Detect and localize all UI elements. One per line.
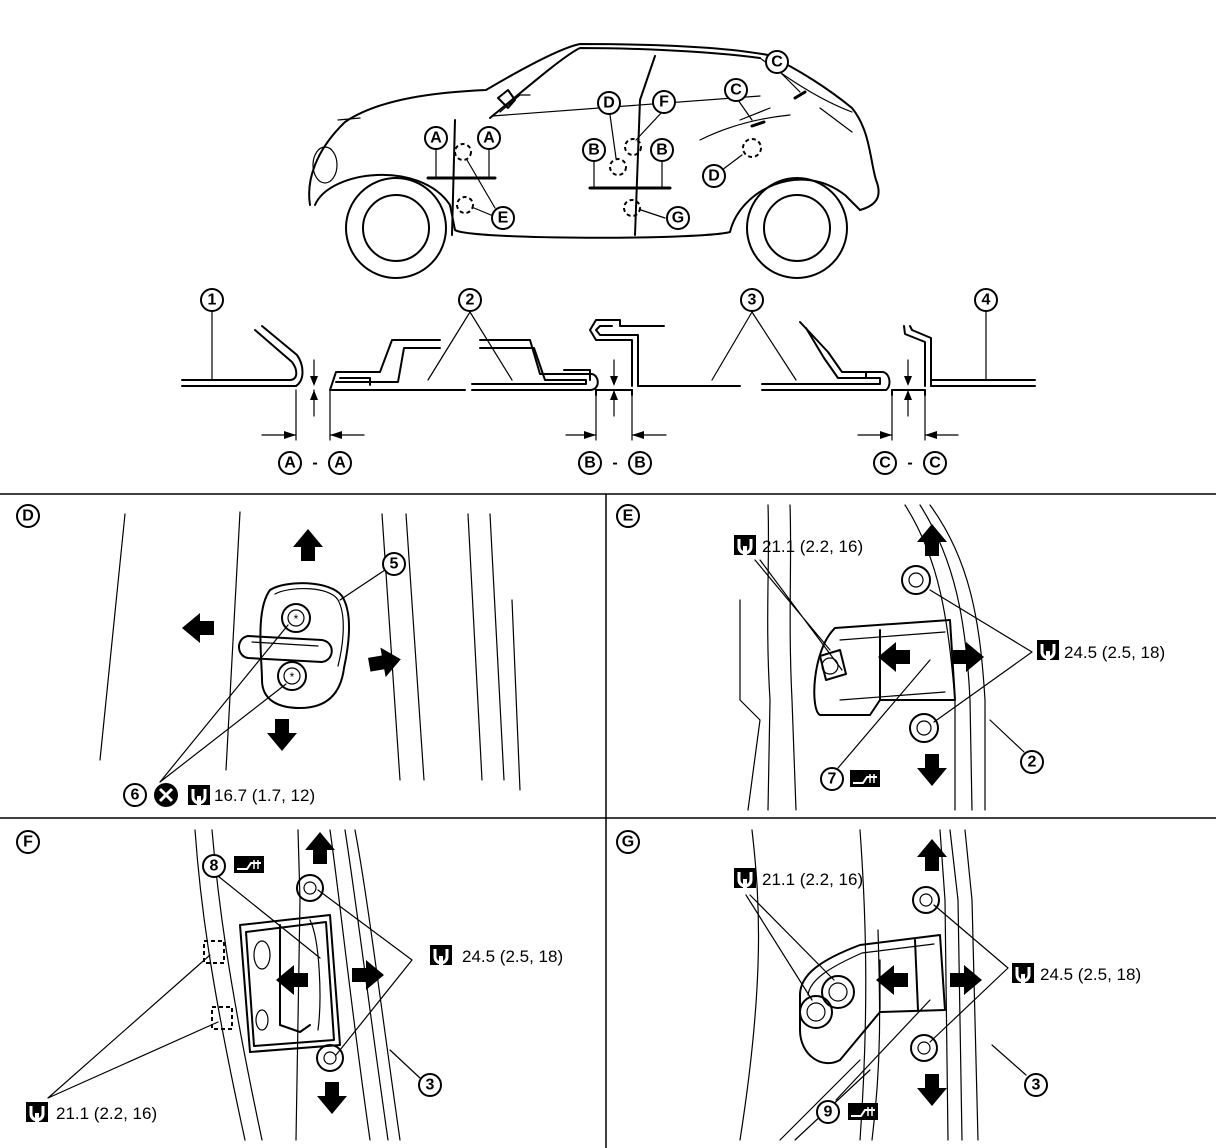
torque-value-upper: 21.1 (2.2, 16): [762, 537, 863, 556]
torque-wrench-icon: [24, 1100, 50, 1124]
svg-text:A: A: [483, 130, 495, 147]
svg-text:9: 9: [824, 1104, 833, 1121]
torque-wrench-icon: [1035, 638, 1061, 662]
svg-text:F: F: [659, 94, 669, 111]
torque-value-lower: 21.1 (2.2, 16): [56, 1104, 157, 1123]
car-callout: C: [765, 50, 789, 74]
car-callout: D: [597, 91, 621, 115]
callout-3: 3: [418, 1073, 442, 1097]
svg-text:-: -: [907, 455, 912, 472]
svg-text:C: C: [879, 455, 891, 472]
panel-label-e: E: [616, 504, 640, 528]
car-overview: A A B B C C D D E F G: [308, 43, 880, 279]
svg-text:6: 6: [131, 787, 140, 804]
svg-text:*: *: [294, 612, 299, 626]
torque-wrench-icon: [428, 943, 454, 967]
svg-text:4: 4: [982, 292, 991, 309]
shim-icon: [847, 1102, 879, 1121]
panel-label-g: G: [616, 830, 640, 854]
car-callout: G: [666, 206, 690, 230]
svg-text:B: B: [634, 455, 646, 472]
svg-text:E: E: [623, 508, 634, 525]
car-callout: E: [491, 206, 515, 230]
svg-text:-: -: [312, 455, 317, 472]
torque-wrench-icon: [732, 533, 758, 557]
car-callout: D: [702, 164, 726, 188]
car-callout: A: [477, 126, 501, 150]
svg-text:*: *: [290, 670, 295, 684]
svg-text:8: 8: [210, 858, 219, 875]
cross-sections: 1 2 3 4 A - A B - B C - C: [181, 288, 1036, 475]
callout-3: 3: [1024, 1073, 1048, 1097]
callout-6: 6: [123, 783, 147, 807]
svg-text:-: -: [612, 455, 617, 472]
callout-9: 9: [816, 1100, 840, 1124]
torque-wrench-icon: [186, 783, 212, 807]
svg-text:7: 7: [828, 771, 837, 788]
svg-text:A: A: [334, 455, 346, 472]
svg-text:3: 3: [426, 1077, 435, 1094]
torque-value-upper: 21.1 (2.2, 16): [762, 870, 863, 889]
torque-value-right: 24.5 (2.5, 18): [462, 947, 563, 966]
svg-text:5: 5: [390, 556, 399, 573]
callout-7: 7: [820, 767, 844, 791]
car-callout: C: [724, 78, 748, 102]
torque-wrench-icon: [1010, 961, 1036, 985]
section-label-b-b: B - B: [578, 451, 652, 475]
svg-text:B: B: [584, 455, 596, 472]
svg-text:2: 2: [466, 292, 475, 309]
panel-g-lower-hinge: G 21.1 (2.2, 16) 24.5 (2.5, 18) 9 3: [616, 829, 1141, 1141]
part-number-3: 3: [740, 288, 764, 312]
torque-value-right: 24.5 (2.5, 18): [1040, 965, 1141, 984]
svg-text:3: 3: [1032, 1077, 1041, 1094]
callout-5: 5: [382, 552, 406, 576]
panel-f-rear-hinge: F 8 24.5 (2.5, 18) 21.1 (2.2, 16): [16, 829, 563, 1141]
car-callout: A: [424, 126, 448, 150]
svg-text:2: 2: [1028, 754, 1037, 771]
svg-text:D: D: [22, 508, 34, 525]
shim-icon: [849, 769, 881, 788]
svg-text:C: C: [730, 82, 742, 99]
svg-text:F: F: [23, 834, 33, 851]
svg-text:C: C: [771, 54, 783, 71]
callout-8: 8: [202, 854, 226, 878]
torque-value: 16.7 (1.7, 12): [214, 786, 315, 805]
panel-label-d: D: [16, 504, 40, 528]
car-callout: B: [650, 138, 674, 162]
panel-label-f: F: [16, 830, 40, 854]
do-not-reuse-icon: [154, 783, 178, 807]
car-callout: B: [582, 138, 606, 162]
svg-text:B: B: [656, 142, 668, 159]
svg-text:3: 3: [748, 292, 757, 309]
part-number-1: 1: [200, 288, 224, 312]
panel-frame: [0, 493, 1216, 1148]
section-label-a-a: A - A: [278, 451, 352, 475]
svg-text:B: B: [588, 142, 600, 159]
svg-text:A: A: [430, 130, 442, 147]
svg-text:E: E: [498, 210, 509, 227]
svg-text:C: C: [929, 455, 941, 472]
svg-text:1: 1: [208, 292, 217, 309]
svg-text:G: G: [622, 834, 634, 851]
panel-d-striker: D * * 5 6 16.7 (1.7,: [16, 504, 521, 807]
part-number-2: 2: [458, 288, 482, 312]
car-callout: F: [652, 90, 676, 114]
svg-text:A: A: [284, 455, 296, 472]
part-number-4: 4: [974, 288, 998, 312]
svg-text:D: D: [708, 168, 720, 185]
torque-wrench-icon: [732, 866, 758, 890]
svg-text:D: D: [603, 95, 615, 112]
panel-e-front-hinge: E 21.1 (2.2, 16) 24.5 (2.5, 18) 7 2: [616, 504, 1165, 811]
shim-icon: [233, 855, 265, 874]
section-label-c-c: C - C: [873, 451, 947, 475]
svg-text:G: G: [672, 210, 684, 227]
torque-value-right: 24.5 (2.5, 18): [1064, 643, 1165, 662]
callout-2: 2: [1020, 750, 1044, 774]
